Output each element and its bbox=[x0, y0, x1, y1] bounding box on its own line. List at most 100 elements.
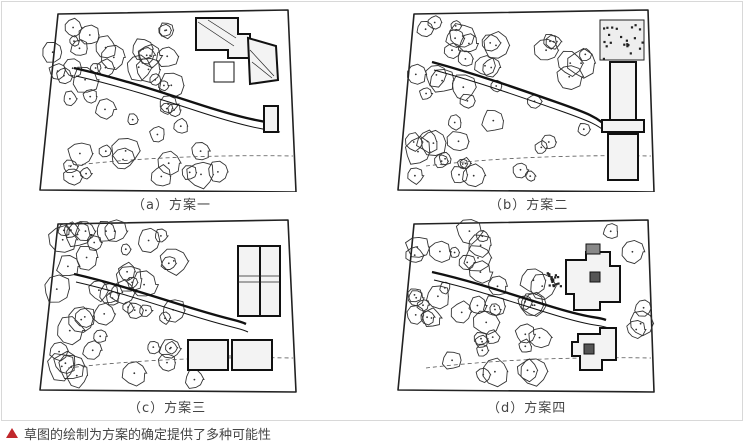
tree-trunk bbox=[495, 44, 497, 47]
tree-canopy bbox=[101, 44, 126, 70]
tree-canopy bbox=[157, 353, 176, 372]
tree-trunk bbox=[493, 305, 496, 307]
tree-canopy bbox=[455, 219, 485, 245]
tree-canopy bbox=[534, 139, 548, 154]
tree-trunk bbox=[126, 270, 128, 273]
paving-mark bbox=[638, 47, 642, 50]
tree-canopy bbox=[481, 109, 505, 132]
paving-mark bbox=[638, 28, 642, 31]
tree-canopy bbox=[449, 246, 461, 258]
tree-trunk bbox=[78, 47, 81, 50]
tree-trunk bbox=[454, 25, 457, 27]
tree-canopy bbox=[475, 230, 490, 242]
tree-trunk bbox=[424, 28, 427, 31]
tree-canopy bbox=[185, 368, 205, 389]
paving-mark bbox=[550, 277, 553, 280]
tree-trunk bbox=[422, 304, 424, 307]
tree-canopy bbox=[482, 357, 509, 388]
tree-canopy bbox=[98, 144, 113, 158]
tree-canopy bbox=[89, 63, 102, 74]
tree-trunk bbox=[468, 230, 471, 232]
tree-canopy bbox=[405, 246, 425, 263]
tree-trunk bbox=[491, 336, 494, 338]
tree-canopy bbox=[405, 136, 431, 165]
tree-canopy bbox=[468, 234, 492, 258]
tree-canopy bbox=[64, 17, 83, 38]
tree-trunk bbox=[61, 238, 64, 241]
tree-canopy bbox=[448, 114, 462, 131]
tree-canopy bbox=[88, 280, 110, 303]
tree-canopy bbox=[516, 358, 539, 383]
tree-canopy bbox=[481, 34, 502, 52]
tree-canopy bbox=[522, 291, 548, 317]
tree-trunk bbox=[76, 233, 79, 236]
tree-canopy bbox=[407, 288, 423, 303]
paving-mark bbox=[620, 35, 623, 39]
tree-canopy bbox=[63, 90, 79, 107]
tree-canopy bbox=[106, 291, 120, 306]
paving-mark bbox=[630, 26, 634, 29]
paving-mark bbox=[552, 284, 555, 287]
tree-trunk bbox=[68, 329, 71, 332]
tree-trunk bbox=[88, 34, 91, 36]
tree-canopy bbox=[122, 301, 135, 314]
tree-trunk bbox=[84, 230, 87, 232]
tree-trunk bbox=[75, 374, 78, 377]
tree-trunk bbox=[169, 347, 171, 350]
tree-canopy bbox=[181, 165, 198, 180]
tree-trunk bbox=[458, 173, 460, 176]
tree-canopy bbox=[518, 338, 532, 353]
tree-canopy bbox=[526, 93, 543, 109]
tree-trunk bbox=[481, 349, 484, 352]
tree-canopy bbox=[485, 329, 501, 344]
tree-trunk bbox=[71, 67, 74, 70]
tree-canopy bbox=[450, 166, 469, 184]
tree-canopy bbox=[165, 340, 179, 355]
paving-mark bbox=[548, 284, 551, 287]
tree-canopy bbox=[96, 58, 116, 78]
tree-trunk bbox=[127, 306, 129, 309]
tree-canopy bbox=[44, 274, 70, 303]
tree-canopy bbox=[159, 95, 180, 114]
tree-canopy bbox=[441, 351, 462, 370]
tree-canopy bbox=[602, 223, 618, 239]
tree-canopy bbox=[418, 87, 434, 100]
tree-trunk bbox=[154, 78, 157, 81]
tree-canopy bbox=[56, 255, 81, 277]
tree-trunk bbox=[451, 359, 453, 362]
tree-trunk bbox=[533, 370, 535, 373]
tree-trunk bbox=[495, 85, 498, 87]
tree-canopy bbox=[57, 316, 87, 346]
tree-trunk bbox=[145, 54, 148, 57]
tree-canopy bbox=[65, 363, 88, 389]
tree-trunk bbox=[414, 73, 417, 76]
tree-canopy bbox=[173, 117, 189, 134]
tree-canopy bbox=[519, 268, 547, 296]
tree-canopy bbox=[408, 290, 425, 307]
tree-trunk bbox=[167, 162, 170, 165]
tree-trunk bbox=[113, 230, 116, 232]
tree-canopy bbox=[476, 344, 490, 357]
tree-trunk bbox=[99, 335, 102, 338]
tree-trunk bbox=[464, 162, 467, 165]
tree-canopy bbox=[557, 50, 585, 78]
tree-canopy bbox=[97, 221, 117, 242]
tree-canopy bbox=[147, 341, 162, 355]
tree-canopy bbox=[99, 282, 121, 304]
tree-trunk bbox=[55, 288, 58, 290]
paving-mark bbox=[634, 24, 637, 27]
tree-trunk bbox=[472, 174, 475, 177]
tree-trunk bbox=[91, 349, 94, 352]
tree-canopy bbox=[126, 54, 153, 82]
tree-canopy bbox=[514, 323, 537, 344]
tree-canopy bbox=[95, 98, 118, 120]
tree-canopy bbox=[416, 20, 435, 38]
tree-trunk bbox=[453, 121, 456, 124]
tree-canopy bbox=[462, 163, 487, 188]
tree-canopy bbox=[475, 367, 492, 384]
tree-trunk bbox=[642, 306, 645, 309]
tree-trunk bbox=[93, 241, 96, 244]
tree-trunk bbox=[167, 103, 170, 105]
tree-canopy bbox=[425, 65, 447, 88]
tree-trunk bbox=[426, 316, 428, 319]
